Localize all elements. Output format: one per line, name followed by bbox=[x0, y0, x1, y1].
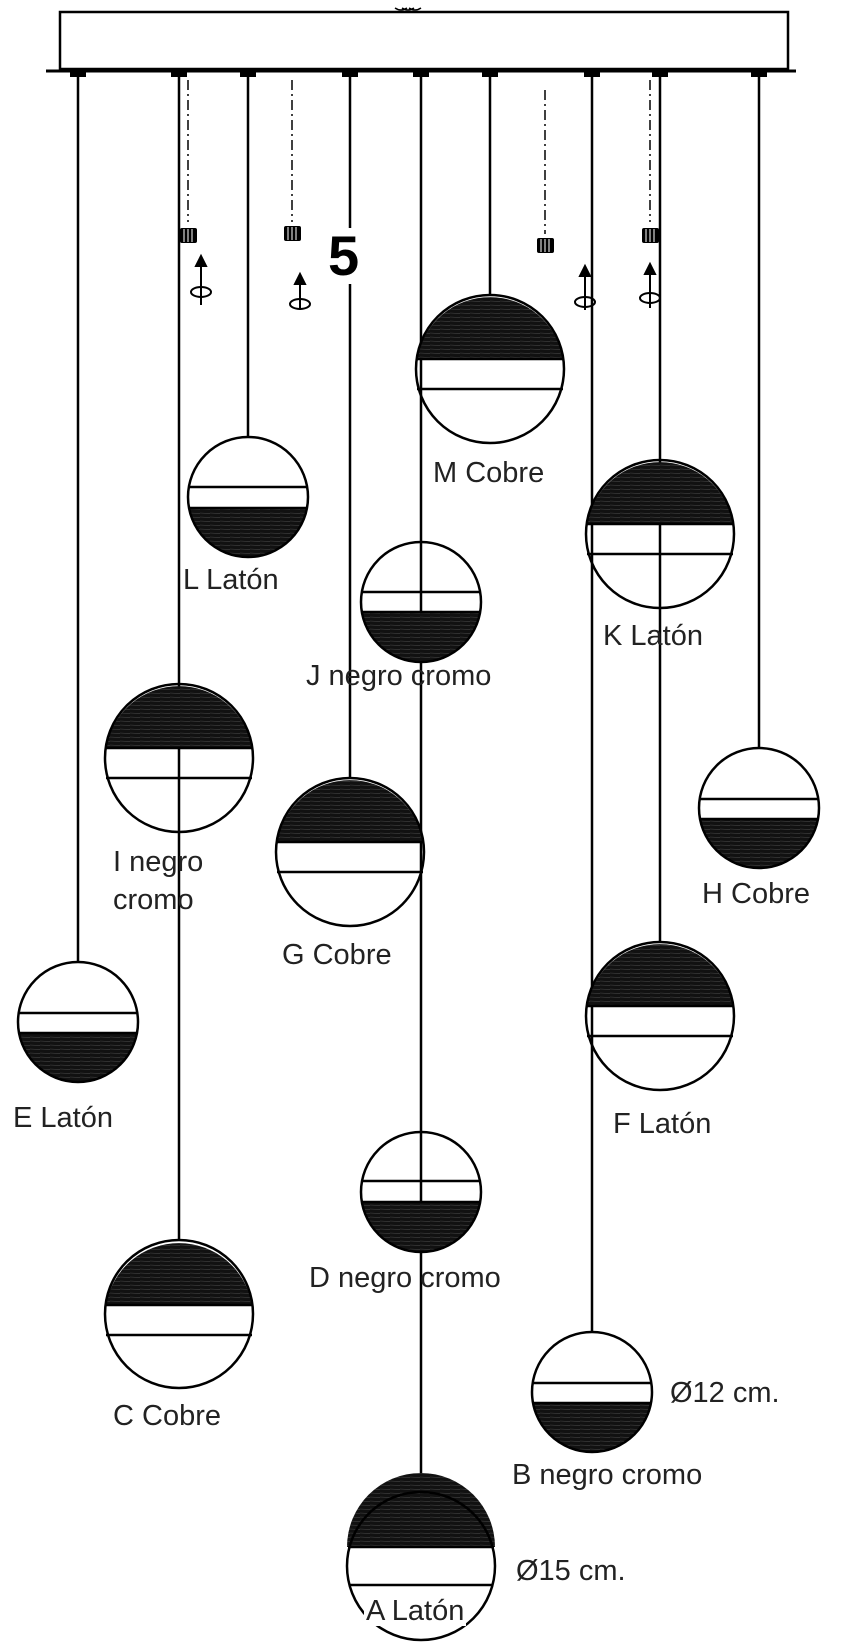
cable-guides bbox=[187, 80, 651, 234]
label-pendant-k: K Latón bbox=[603, 620, 703, 652]
label-pendant-e: E Latón bbox=[13, 1102, 113, 1134]
label-pendant-a: A Latón bbox=[364, 1595, 467, 1627]
pendant-globe-c bbox=[103, 1238, 255, 1390]
label-pendant-g: G Cobre bbox=[282, 939, 392, 971]
label-pendant-i-line1: I negro bbox=[113, 846, 204, 878]
pendant-globe-a bbox=[345, 1473, 497, 1642]
pendant-globe-m bbox=[414, 293, 566, 445]
pendant-globe-j bbox=[359, 540, 483, 664]
label-pendant-d: D negro cromo bbox=[309, 1262, 501, 1294]
pendant-globe-i bbox=[103, 682, 255, 834]
cable-gripper-icon bbox=[180, 226, 659, 253]
step-number: 5 bbox=[322, 228, 366, 284]
pendant-globe-f bbox=[584, 940, 736, 1092]
label-pendant-c: C Cobre bbox=[113, 1400, 221, 1432]
label-pendant-b-text: B negro cromo bbox=[512, 1459, 703, 1491]
label-pendant-l: L Latón bbox=[183, 564, 279, 596]
label-pendant-f: F Latón bbox=[613, 1108, 712, 1140]
pendant-globe-h bbox=[697, 746, 821, 870]
pendant-globe-b bbox=[530, 1330, 654, 1454]
label-pendant-m: M Cobre bbox=[433, 457, 545, 489]
cable-mounts bbox=[70, 71, 767, 77]
label-pendant-h: H Cobre bbox=[702, 878, 810, 910]
pendant-cables bbox=[76, 77, 761, 1492]
label-pendant-i-line2: cromo bbox=[113, 884, 194, 916]
pendant-globe-e bbox=[16, 960, 140, 1084]
dimension-pendant-a: Ø15 cm. bbox=[516, 1555, 626, 1587]
pendant-globe-l bbox=[186, 435, 310, 559]
pendant-globe-d bbox=[359, 1130, 483, 1254]
canopy-plate bbox=[46, 7, 796, 73]
dimension-pendant-b: Ø12 cm. bbox=[670, 1377, 780, 1409]
pendant-globe-g bbox=[274, 776, 426, 928]
label-pendant-j: J negro cromo bbox=[306, 660, 492, 692]
rotate-arrow-icon bbox=[190, 253, 661, 310]
pendant-globe-k bbox=[584, 458, 736, 610]
